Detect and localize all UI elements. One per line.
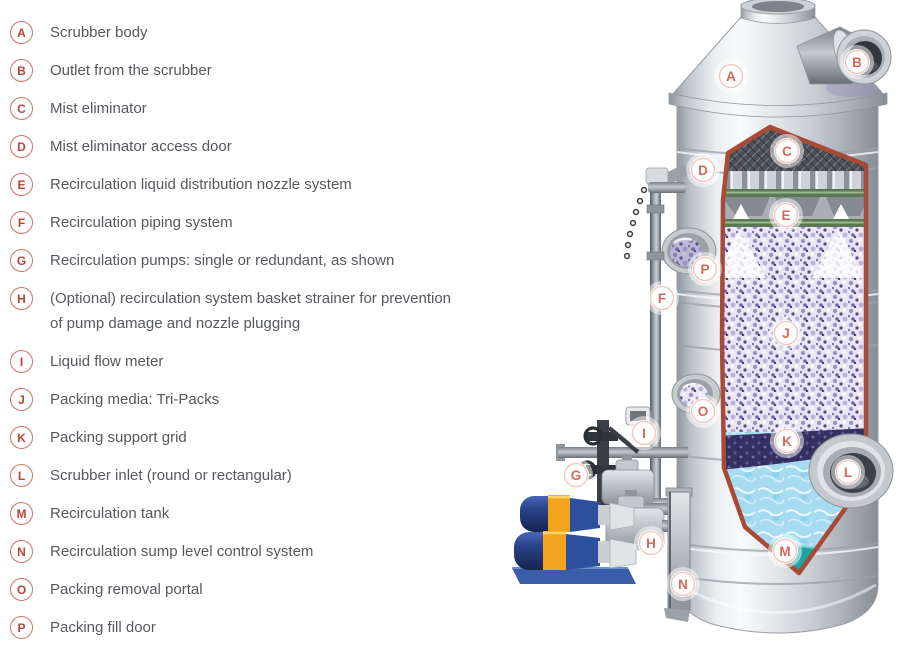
legend-label-m: Recirculation tank xyxy=(50,505,170,522)
mist-eliminator-support xyxy=(722,171,866,189)
legend-badge-p: P xyxy=(10,616,33,639)
callout-f: F xyxy=(645,281,679,315)
svg-text:M: M xyxy=(779,544,790,559)
sump-level-control xyxy=(664,487,693,622)
legend-label-a: Scrubber body xyxy=(50,24,148,41)
legend-item-o: O Packing removal portal xyxy=(10,577,462,602)
legend-badge-h: H xyxy=(10,287,33,310)
legend-badge-d: D xyxy=(10,135,33,158)
legend-badge-c: C xyxy=(10,97,33,120)
svg-text:P: P xyxy=(700,262,709,277)
legend-item-e: E Recirculation liquid distribution nozzl… xyxy=(10,172,462,197)
svg-text:E: E xyxy=(781,208,790,223)
legend-item-b: B Outlet from the scrubber xyxy=(10,58,462,83)
legend-badge-i: I xyxy=(10,350,33,373)
legend-label-j: Packing media: Tri-Packs xyxy=(50,391,220,408)
legend-item-d: D Mist eliminator access door xyxy=(10,134,462,159)
callout-h: H xyxy=(634,526,668,560)
legend-item-j: J Packing media: Tri-Packs xyxy=(10,387,462,412)
svg-text:C: C xyxy=(782,144,792,159)
svg-text:G: G xyxy=(571,468,582,483)
legend-label-k: Packing support grid xyxy=(50,429,187,446)
callout-c: C xyxy=(770,134,804,168)
legend-label-d: Mist eliminator access door xyxy=(50,138,232,155)
callout-i: I xyxy=(627,416,661,450)
svg-text:O: O xyxy=(698,404,709,419)
callout-k: K xyxy=(770,424,804,458)
legend-label-i: Liquid flow meter xyxy=(50,353,164,370)
legend-label-h: (Optional) recirculation system basket s… xyxy=(50,290,452,332)
legend-item-k: K Packing support grid xyxy=(10,425,462,450)
legend-item-p: P Packing fill door xyxy=(10,615,462,640)
legend-item-m: M Recirculation tank xyxy=(10,501,462,526)
svg-text:K: K xyxy=(782,434,792,449)
svg-text:L: L xyxy=(844,465,852,480)
legend-item-c: C Mist eliminator xyxy=(10,96,462,121)
pump-front xyxy=(514,531,637,570)
callout-a: A xyxy=(714,59,748,93)
legend-label-b: Outlet from the scrubber xyxy=(50,62,212,79)
legend-item-n: N Recirculation sump level control system xyxy=(10,539,462,564)
legend-badge-k: K xyxy=(10,426,33,449)
legend-item-g: G Recirculation pumps: single or redundan… xyxy=(10,248,462,273)
svg-text:F: F xyxy=(658,291,666,306)
legend-label-c: Mist eliminator xyxy=(50,100,147,117)
legend-label-e: Recirculation liquid distribution nozzle… xyxy=(50,176,352,193)
callout-p: P xyxy=(688,252,722,286)
legend-label-l: Scrubber inlet (round or rectangular) xyxy=(50,467,292,484)
cutaway-border xyxy=(719,124,869,576)
svg-text:N: N xyxy=(678,577,688,592)
legend-badge-b: B xyxy=(10,59,33,82)
legend-item-l: L Scrubber inlet (round or rectangular) xyxy=(10,463,462,488)
legend-label-o: Packing removal portal xyxy=(50,581,203,598)
callout-layer: A B C D E P F J O I K L G H M N xyxy=(559,45,874,601)
pump-rear xyxy=(520,495,635,532)
legend-badge-f: F xyxy=(10,211,33,234)
legend-badge-n: N xyxy=(10,540,33,563)
legend-badge-m: M xyxy=(10,502,33,525)
callout-b: B xyxy=(840,45,874,79)
door-chain xyxy=(623,186,648,260)
svg-text:J: J xyxy=(782,326,790,341)
legend-badge-a: A xyxy=(10,21,33,44)
legend-badge-g: G xyxy=(10,249,33,272)
callout-e: E xyxy=(769,198,803,232)
svg-text:H: H xyxy=(646,536,656,551)
legend-item-h: H (Optional) recirculation system basket … xyxy=(10,286,462,336)
svg-text:I: I xyxy=(642,426,646,441)
legend-badge-l: L xyxy=(10,464,33,487)
legend-item-i: I Liquid flow meter xyxy=(10,349,462,374)
callout-o: O xyxy=(686,394,720,428)
spray-cone-left xyxy=(722,229,766,278)
svg-text:A: A xyxy=(726,69,736,84)
callout-l: L xyxy=(831,455,865,489)
recirculation-pumps xyxy=(512,495,637,584)
svg-text:D: D xyxy=(698,163,708,178)
legend-item-f: F Recirculation piping system xyxy=(10,210,462,235)
spray-cone-right xyxy=(812,229,864,278)
callout-g: G xyxy=(559,458,593,492)
callout-j: J xyxy=(769,316,803,350)
legend-badge-e: E xyxy=(10,173,33,196)
legend-label-g: Recirculation pumps: single or redundant… xyxy=(50,252,395,269)
callout-d: D xyxy=(686,153,720,187)
callout-n: N xyxy=(666,567,700,601)
svg-text:B: B xyxy=(852,55,862,70)
legend-badge-o: O xyxy=(10,578,33,601)
legend-label-p: Packing fill door xyxy=(50,619,156,636)
legend-item-a: A Scrubber body xyxy=(10,20,462,45)
legend-label-n: Recirculation sump level control system xyxy=(50,543,314,560)
scrubber-illustration: A B C D E P F J O I K L G H M N xyxy=(512,0,894,634)
legend-badge-j: J xyxy=(10,388,33,411)
callout-m: M xyxy=(768,534,802,568)
legend-label-f: Recirculation piping system xyxy=(50,214,233,231)
